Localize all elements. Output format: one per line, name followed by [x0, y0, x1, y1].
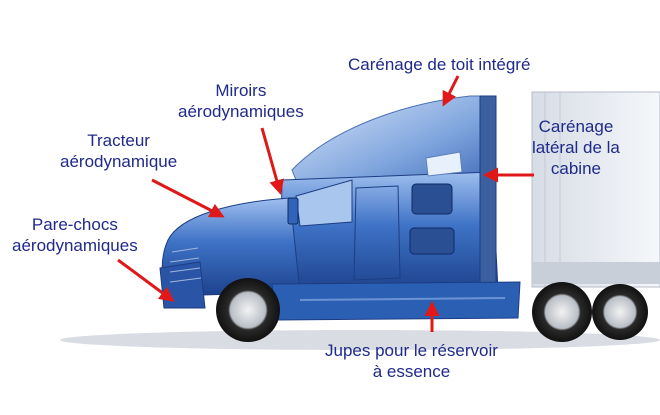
fuel-tank-skirt [271, 281, 521, 321]
sleeper-window [411, 183, 453, 215]
label-tractor: Tracteur aérodynamique [60, 131, 178, 171]
roof-vent [425, 151, 463, 177]
rear-wheel-2 [592, 284, 648, 340]
arrow-tractor [151, 178, 225, 218]
arrow-mirrors [260, 127, 284, 195]
label-bumper: Pare-chocs aérodynamiques [12, 215, 138, 255]
label-roof-fairing: Carénage de toit intégré [348, 55, 531, 74]
trailer [531, 91, 660, 288]
windshield [295, 179, 353, 227]
ground-shadow [60, 330, 660, 350]
label-mirrors: Miroirs aérodynamiques [178, 81, 304, 121]
bumper [159, 261, 206, 309]
door [353, 185, 401, 281]
grille [169, 247, 202, 283]
callout-arrows [117, 75, 534, 332]
mirror [287, 197, 299, 225]
arrow-bumper [117, 258, 175, 302]
front-wheel [216, 278, 280, 342]
label-side-fairing: Carénage latéral de la cabine [532, 117, 620, 178]
truck [159, 95, 648, 342]
cab-body [279, 171, 499, 293]
sleeper-window-lower [409, 227, 455, 255]
label-skirts: Jupes pour le réservoir à essence [325, 341, 498, 381]
rear-wheel [532, 282, 592, 342]
arrow-roof-fairing [442, 75, 460, 107]
side-fairing [479, 95, 497, 293]
